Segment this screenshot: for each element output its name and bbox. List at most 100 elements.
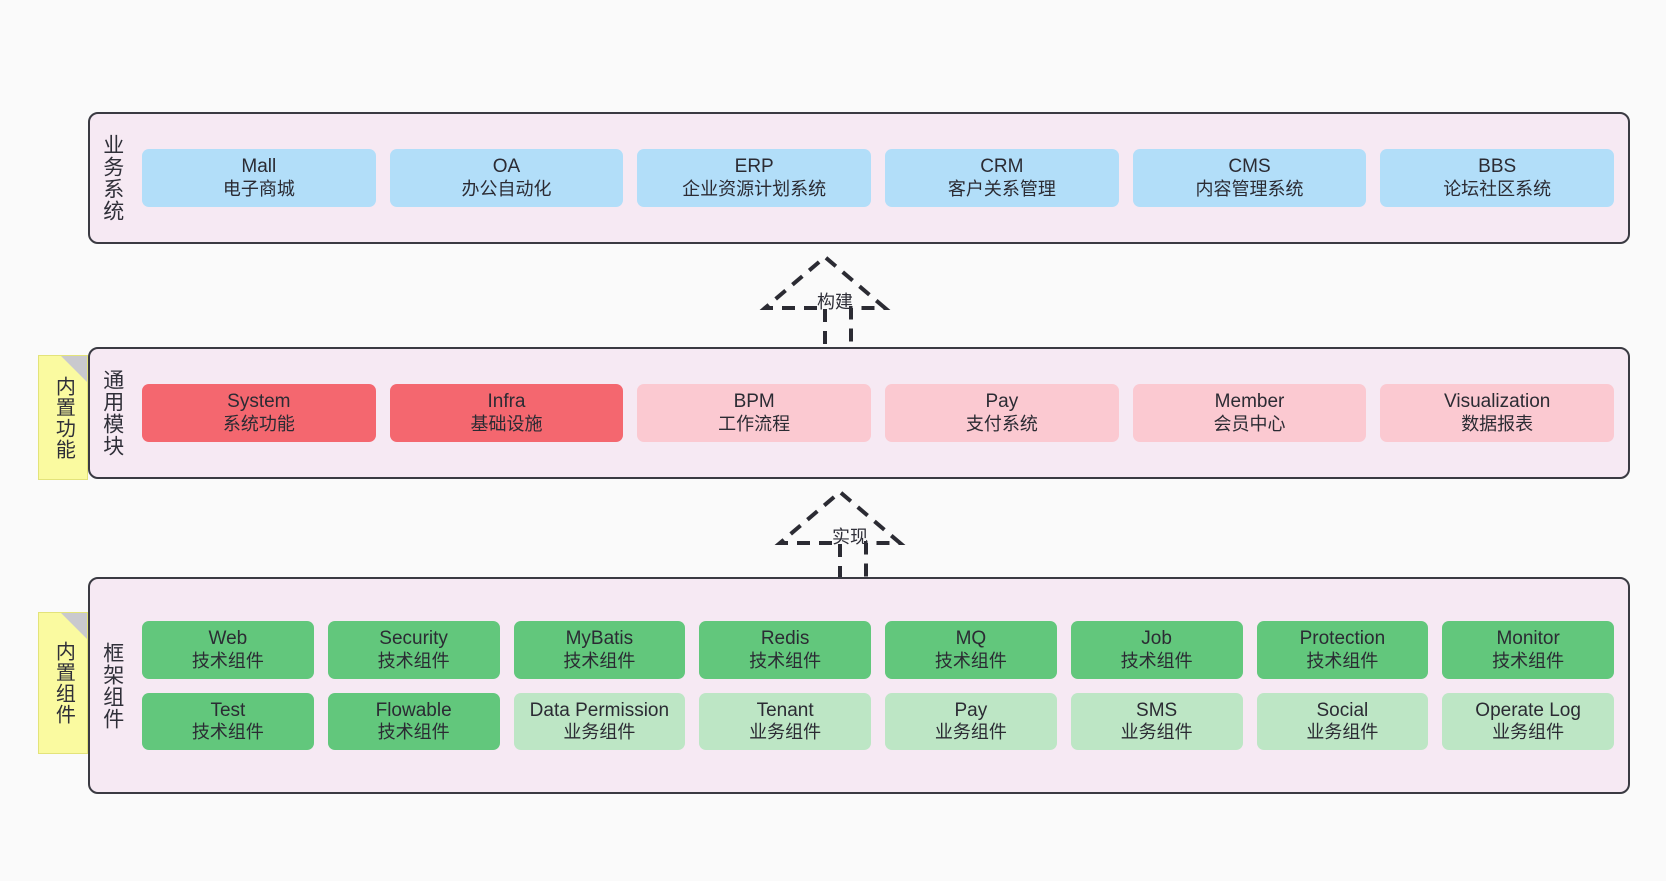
- card-crm[interactable]: CRM 客户关系管理: [885, 149, 1119, 207]
- card-subtitle: 内容管理系统: [1195, 178, 1304, 199]
- layer-label-framework: 框架组件: [100, 641, 124, 730]
- card-title: Security: [379, 628, 448, 650]
- folded-corner-icon: [61, 356, 87, 382]
- card-subtitle: 支付系统: [965, 413, 1038, 434]
- card-title: Data Permission: [529, 699, 670, 721]
- card-bpm[interactable]: BPM 工作流程: [637, 384, 872, 442]
- card-pay[interactable]: Pay 支付系统: [885, 384, 1119, 442]
- card-title: BBS: [1478, 156, 1517, 178]
- layer-body-common: System 系统功能 Infra 基础设施 BPM 工作流程 Pay 支付系统…: [134, 349, 1628, 477]
- card-title: BPM: [733, 391, 775, 413]
- card-operate-log[interactable]: Operate Log 业务组件: [1442, 692, 1614, 750]
- card-row: Web 技术组件 Security 技术组件 MyBatis 技术组件 Redi…: [142, 621, 1614, 679]
- card-title: System: [227, 391, 291, 413]
- card-tenant[interactable]: Tenant 业务组件: [699, 692, 871, 750]
- card-title: CRM: [980, 156, 1024, 178]
- card-subtitle: 办公自动化: [461, 178, 552, 199]
- card-erp[interactable]: ERP 企业资源计划系统: [637, 149, 872, 207]
- card-member[interactable]: Member 会员中心: [1132, 384, 1367, 442]
- connector-build-label: 构建: [817, 292, 853, 312]
- card-subtitle: 技术组件: [1120, 650, 1193, 671]
- card-title: Redis: [760, 628, 810, 650]
- card-subtitle: 业务组件: [1120, 721, 1193, 742]
- card-title: Flowable: [375, 699, 452, 721]
- card-subtitle: 技术组件: [749, 650, 822, 671]
- card-row: Test 技术组件 Flowable 技术组件 Data Permission …: [142, 692, 1614, 750]
- layer-label-business: 业务系统: [100, 134, 124, 222]
- card-subtitle: 技术组件: [1492, 650, 1565, 671]
- sticky-note-label: 内置组件: [52, 641, 75, 725]
- layer-label-common: 通用模块: [100, 369, 124, 457]
- card-title: SMS: [1136, 699, 1178, 721]
- card-subtitle: 论坛社区系统: [1443, 178, 1552, 199]
- card-protection[interactable]: Protection 技术组件: [1256, 621, 1429, 679]
- card-visualization[interactable]: Visualization 数据报表: [1380, 384, 1615, 442]
- sticky-note-builtin-component: 内置组件: [38, 612, 88, 754]
- card-title: CMS: [1228, 156, 1271, 178]
- card-mybatis[interactable]: MyBatis 技术组件: [513, 621, 686, 679]
- card-oa[interactable]: OA 办公自动化: [389, 149, 624, 207]
- card-subtitle: 技术组件: [191, 650, 264, 671]
- card-mall[interactable]: Mall 电子商城: [142, 149, 376, 207]
- card-infra[interactable]: Infra 基础设施: [389, 384, 624, 442]
- sticky-note-label: 内置功能: [52, 375, 75, 460]
- card-title: Social: [1316, 699, 1369, 721]
- card-subtitle: 技术组件: [377, 650, 450, 671]
- card-subtitle: 基础设施: [470, 413, 543, 434]
- card-title: Web: [208, 628, 248, 650]
- card-subtitle: 业务组件: [1492, 721, 1565, 742]
- card-title: Operate Log: [1475, 699, 1581, 721]
- card-flowable[interactable]: Flowable 技术组件: [327, 692, 500, 750]
- card-job[interactable]: Job 技术组件: [1070, 621, 1243, 679]
- card-subtitle: 技术组件: [934, 650, 1007, 671]
- card-cms[interactable]: CMS 内容管理系统: [1132, 149, 1367, 207]
- card-subtitle: 业务组件: [1306, 721, 1379, 742]
- card-title: ERP: [734, 156, 774, 178]
- card-title: Pay: [985, 391, 1019, 413]
- card-pay-business[interactable]: Pay 业务组件: [885, 692, 1057, 750]
- card-test[interactable]: Test 技术组件: [142, 692, 314, 750]
- card-subtitle: 技术组件: [191, 721, 264, 742]
- card-monitor[interactable]: Monitor 技术组件: [1442, 621, 1614, 679]
- card-subtitle: 客户关系管理: [947, 178, 1056, 199]
- card-subtitle: 会员中心: [1213, 413, 1286, 434]
- card-subtitle: 工作流程: [718, 413, 791, 434]
- card-subtitle: 电子商城: [222, 178, 295, 199]
- card-title: Visualization: [1444, 391, 1551, 413]
- card-subtitle: 业务组件: [749, 721, 822, 742]
- card-title: Infra: [487, 391, 526, 413]
- card-title: MyBatis: [565, 628, 634, 650]
- card-title: Protection: [1299, 628, 1386, 650]
- card-sms[interactable]: SMS 业务组件: [1070, 692, 1243, 750]
- layer-panel-business: 业务系统 Mall 电子商城 OA 办公自动化 ERP 企业资源计划系统 CRM…: [88, 112, 1630, 244]
- generalization-arrow-icon: [759, 254, 891, 344]
- card-subtitle: 技术组件: [1306, 650, 1379, 671]
- card-subtitle: 业务组件: [934, 721, 1007, 742]
- card-subtitle: 数据报表: [1461, 413, 1534, 434]
- card-data-permission[interactable]: Data Permission 业务组件: [513, 692, 686, 750]
- card-security[interactable]: Security 技术组件: [327, 621, 500, 679]
- card-bbs[interactable]: BBS 论坛社区系统: [1380, 149, 1615, 207]
- card-title: Pay: [954, 699, 988, 721]
- card-subtitle: 企业资源计划系统: [682, 178, 827, 199]
- card-system[interactable]: System 系统功能: [142, 384, 376, 442]
- card-subtitle: 业务组件: [563, 721, 636, 742]
- card-row: System 系统功能 Infra 基础设施 BPM 工作流程 Pay 支付系统…: [142, 384, 1615, 442]
- card-web[interactable]: Web 技术组件: [142, 621, 314, 679]
- card-title: Test: [210, 699, 246, 721]
- card-title: Member: [1214, 391, 1285, 413]
- folded-corner-icon: [61, 613, 87, 639]
- card-redis[interactable]: Redis 技术组件: [699, 621, 871, 679]
- card-title: MQ: [955, 628, 987, 650]
- layer-body-framework: Web 技术组件 Security 技术组件 MyBatis 技术组件 Redi…: [134, 579, 1628, 792]
- card-subtitle: 技术组件: [377, 721, 450, 742]
- layer-body-business: Mall 电子商城 OA 办公自动化 ERP 企业资源计划系统 CRM 客户关系…: [134, 114, 1628, 242]
- card-title: Job: [1141, 628, 1172, 650]
- card-subtitle: 技术组件: [563, 650, 636, 671]
- card-title: Mall: [241, 156, 277, 178]
- connector-build: 构建: [755, 252, 915, 350]
- card-mq[interactable]: MQ 技术组件: [885, 621, 1057, 679]
- layer-panel-common: 通用模块 System 系统功能 Infra 基础设施 BPM 工作流程 Pay…: [88, 347, 1630, 479]
- card-social[interactable]: Social 业务组件: [1256, 692, 1429, 750]
- card-subtitle: 系统功能: [222, 413, 295, 434]
